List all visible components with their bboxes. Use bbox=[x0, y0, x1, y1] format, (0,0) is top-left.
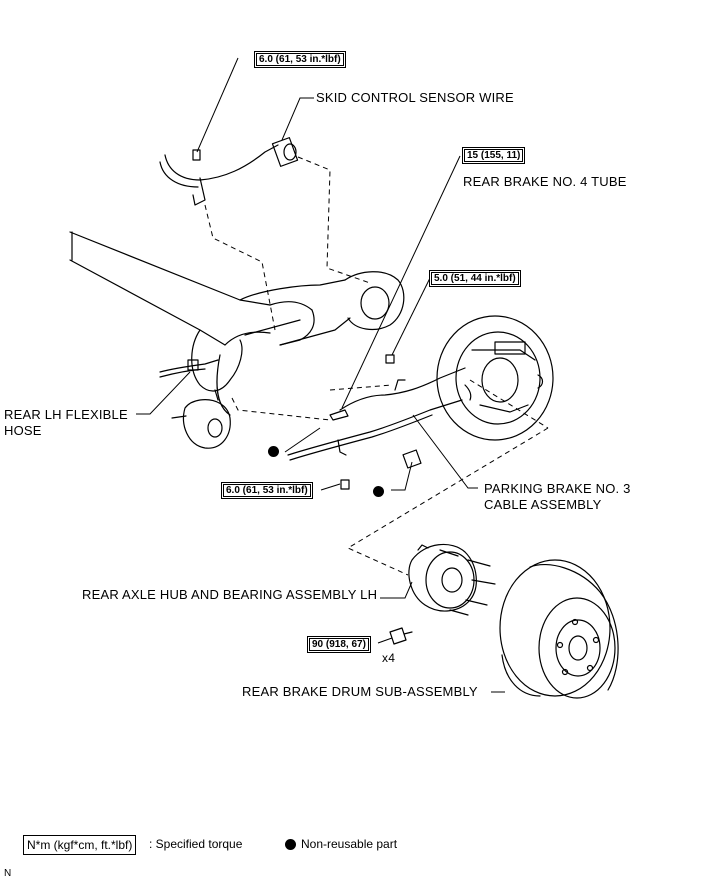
leader-cable-bolt bbox=[320, 483, 341, 491]
leader-dot1 bbox=[284, 427, 321, 453]
dash-knuckle bbox=[231, 397, 331, 421]
backing-plate bbox=[436, 315, 554, 441]
legend-nonreusable-text: Non-reusable part bbox=[301, 837, 398, 851]
dash-tube bbox=[329, 384, 393, 391]
torque-tube-nut: 15 (155, 11) bbox=[462, 147, 526, 164]
backing-bolt bbox=[385, 354, 395, 364]
leader-hub bbox=[380, 581, 413, 599]
left-knuckle bbox=[171, 389, 231, 449]
leader-cable-clamp bbox=[391, 461, 413, 491]
leader-backing-bolt bbox=[391, 277, 431, 356]
label-brake-drum: REAR BRAKE DRUM SUB-ASSEMBLY bbox=[242, 684, 478, 699]
leader-parking-cable bbox=[412, 414, 478, 489]
torque-cable-bolt: 6.0 (61, 53 in.*lbf) bbox=[221, 482, 313, 499]
label-hub-bearing: REAR AXLE HUB AND BEARING ASSEMBLY LH bbox=[82, 587, 378, 602]
axle-beam bbox=[69, 231, 405, 416]
hub-bolt bbox=[389, 627, 413, 645]
hub-bearing bbox=[408, 543, 496, 616]
label-parking-cable-2: CABLE ASSEMBLY bbox=[484, 497, 602, 512]
dash-sensor-to-axle bbox=[204, 204, 276, 331]
sensor-wire bbox=[159, 137, 299, 206]
leader-hub-bolt bbox=[377, 637, 393, 644]
nonreusable-dot-2 bbox=[373, 486, 384, 497]
legend-torque-desc: : Specified torque bbox=[149, 837, 243, 851]
corner-mark: N bbox=[4, 868, 12, 879]
label-flex-hose-2: HOSE bbox=[4, 423, 42, 438]
leader-skid-wire bbox=[281, 97, 314, 141]
dash-plate bbox=[469, 379, 549, 429]
label-parking-cable-1: PARKING BRAKE NO. 3 bbox=[484, 481, 631, 496]
label-rear-brake-no4-tube: REAR BRAKE NO. 4 TUBE bbox=[463, 174, 627, 189]
brake-drum bbox=[499, 559, 619, 699]
brake-tube bbox=[329, 367, 466, 421]
leader-sensor-bolt bbox=[196, 57, 239, 153]
dash-sensor-right bbox=[297, 156, 371, 284]
label-hub-bolt-qty: x4 bbox=[382, 651, 396, 665]
nonreusable-dot-1 bbox=[268, 446, 279, 457]
parking-cable bbox=[287, 399, 463, 469]
torque-hub-bolt: 90 (918, 67) bbox=[307, 636, 371, 653]
torque-backing-bolt: 5.0 (51, 44 in.*lbf) bbox=[429, 270, 521, 287]
flexible-hose bbox=[159, 359, 219, 378]
label-skid-control-sensor-wire: SKID CONTROL SENSOR WIRE bbox=[316, 90, 514, 105]
legend-torque-box: N*m (kgf*cm, ft.*lbf) bbox=[23, 835, 137, 855]
leader-flex-hose bbox=[136, 371, 191, 415]
cable-bolt bbox=[340, 479, 350, 490]
label-flex-hose-1: REAR LH FLEXIBLE bbox=[4, 407, 128, 422]
leader-tube-nut bbox=[341, 155, 461, 409]
torque-sensor-bolt: 6.0 (61, 53 in.*lbf) bbox=[254, 51, 346, 68]
legend-nonreusable-dot bbox=[285, 839, 296, 850]
